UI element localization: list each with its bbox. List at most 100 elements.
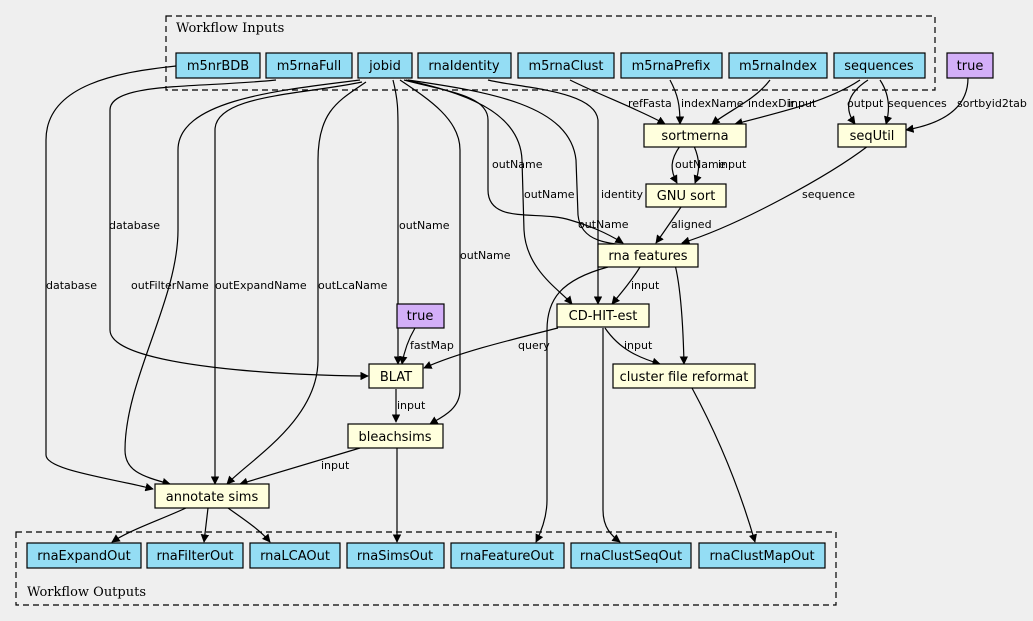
node-label: CD-HIT-est (569, 309, 638, 324)
edge-label-outname: outName (524, 188, 575, 201)
node-label: rnaLCAOut (260, 549, 330, 564)
input-node-sequences[interactable]: sequences (833, 52, 926, 79)
edge-label-query: query (518, 339, 550, 352)
edge-cdhit-blat: query (423, 327, 559, 369)
node-label: sortmerna (661, 129, 728, 144)
step-node-rnafeatures[interactable]: rna features (597, 243, 699, 268)
node-label: rnaFeatureOut (460, 549, 554, 564)
edge-jobid-bleach: outName (399, 79, 511, 425)
input-node-jobid[interactable]: jobid (357, 52, 413, 79)
node-label: m5rnaFull (277, 59, 342, 74)
edge-m5rnaClust-sortmerna: refFasta (569, 79, 672, 125)
node-label: rnaIdentity (428, 59, 499, 74)
edge-m5rnaIndex-sortmerna: indexDir (711, 79, 795, 125)
edge-label-output: output (847, 97, 884, 110)
edge-jobid-annotate-filter: outFilterName (124, 79, 361, 487)
edge-label-sortbyid2tab: sortbyid2tab (957, 97, 1027, 110)
node-label: cluster file reformat (620, 370, 749, 385)
input-node-m5rnaindex[interactable]: m5rnaIndex (728, 52, 828, 79)
workflow-outputs-cluster: Workflow Outputs (15, 531, 837, 606)
node-label: m5rnaClust (528, 59, 603, 74)
node-label: m5nrBDB (187, 59, 249, 74)
step-node-sequtil[interactable]: seqUtil (837, 123, 907, 148)
edge-cdhit-clustseq (602, 328, 621, 543)
edge-true1-sequtil: sortbyid2tab (905, 77, 1027, 133)
step-node-annotatesims[interactable]: annotate sims (154, 483, 270, 509)
step-node-clusterreformat[interactable]: cluster file reformat (612, 363, 756, 389)
edge-label-outname: outName (492, 158, 543, 171)
node-label: rnaClustSeqOut (580, 549, 682, 564)
output-node-rnasimsout[interactable]: rnaSimsOut (346, 542, 445, 569)
node-label: rnaExpandOut (37, 549, 131, 564)
node-label: seqUtil (850, 129, 895, 144)
edge-label-input: input (718, 158, 747, 171)
boolean-node-true-fastmap[interactable]: true (396, 303, 445, 329)
output-node-rnalcaout[interactable]: rnaLCAOut (249, 542, 341, 569)
edge-annotate-filter (200, 507, 210, 543)
node-label: rna features (608, 249, 687, 264)
step-node-bleachsims[interactable]: bleachsims (347, 423, 444, 449)
output-node-rnaclustmapout[interactable]: rnaClustMapOut (698, 542, 826, 569)
edge-label-indexname: indexName (681, 97, 744, 110)
edge-label-outname: outName (399, 219, 450, 232)
input-node-m5nrbdb[interactable]: m5nrBDB (175, 52, 261, 79)
output-node-rnafilterout[interactable]: rnaFilterOut (146, 542, 244, 569)
node-label: sequences (844, 59, 914, 74)
edge-label-outexpandname: outExpandName (215, 279, 307, 292)
step-node-gnusort[interactable]: GNU sort (645, 183, 727, 208)
edge-cdhit-reformat: input (604, 327, 661, 366)
edge-blat-bleach: input (391, 389, 426, 423)
edge-jobid-rnafeat: outName (403, 79, 624, 244)
edge-rnafeat-featureout (535, 266, 609, 543)
workflow-inputs-cluster: Workflow Inputs (165, 15, 936, 91)
edge-label-fastmap: fastMap (410, 339, 454, 352)
edge-label-sequence: sequence (802, 188, 855, 201)
edge-sequences-sequtil-output: output (847, 79, 884, 125)
edge-m5rnaPrefix-sortmerna: indexName (669, 79, 744, 125)
output-node-rnaclustseqout[interactable]: rnaClustSeqOut (570, 542, 692, 569)
edge-label-input: input (631, 279, 660, 292)
edge-sequences-sortmerna: input (734, 79, 861, 127)
edge-label-outfiltername: outFilterName (131, 279, 209, 292)
node-label: true (957, 59, 984, 74)
edge-label-database: database (109, 219, 160, 232)
edge-sortmerna-gnusort-outname: outName (669, 145, 726, 184)
edge-jobid-annotate-expand: outExpandName (210, 81, 363, 485)
output-node-rnafeatureout[interactable]: rnaFeatureOut (450, 542, 565, 569)
edge-label-outname: outName (460, 249, 511, 262)
input-node-rnaidentity[interactable]: rnaIdentity (417, 52, 512, 79)
step-node-sortmerna[interactable]: sortmerna (643, 123, 747, 148)
step-node-blat[interactable]: BLAT (368, 363, 424, 389)
edge-annotate-expand (111, 507, 187, 543)
edge-label-database: database (46, 279, 97, 292)
boolean-node-true-sortbyid[interactable]: true (946, 52, 994, 79)
edge-sortmerna-gnusort-input: input (693, 145, 747, 184)
edge-label-input: input (397, 399, 426, 412)
node-label: rnaSimsOut (357, 549, 433, 564)
edge-gnusort-rnafeat: aligned (655, 206, 712, 244)
edge-sequtil-rnafeat: sequence (681, 145, 869, 245)
edge-jobid-reformat: outName (407, 79, 689, 365)
node-label: jobid (368, 59, 401, 74)
input-node-m5rnaprefix[interactable]: m5rnaPrefix (620, 52, 723, 79)
edge-label-outname: outName (578, 218, 629, 231)
edge-reformat-clustmap (691, 387, 757, 543)
output-node-rnaexpandout[interactable]: rnaExpandOut (26, 542, 142, 569)
edge-label-input: input (624, 339, 653, 352)
edge-bleach-annotate: input (239, 447, 361, 486)
edge-jobid-cdhit: outName (405, 79, 575, 305)
step-node-cdhit[interactable]: CD-HIT-est (556, 303, 650, 328)
edge-label-sequences: sequences (888, 97, 947, 110)
workflow-outputs-label: Workflow Outputs (27, 585, 146, 600)
node-label: m5rnaPrefix (632, 59, 711, 74)
node-label: rnaFilterOut (156, 549, 233, 564)
edge-annotate-lca (227, 507, 271, 543)
node-label: m5rnaIndex (739, 59, 817, 74)
node-label: bleachsims (358, 430, 431, 445)
edge-true2-blat: fastMap (399, 327, 454, 365)
input-node-m5rnaclust[interactable]: m5rnaClust (517, 52, 615, 79)
edge-label-input: input (788, 97, 817, 110)
edge-m5nrBDB-annotate: database (45, 65, 177, 492)
node-label: GNU sort (657, 189, 716, 204)
input-node-m5rnafull[interactable]: m5rnaFull (265, 52, 353, 79)
